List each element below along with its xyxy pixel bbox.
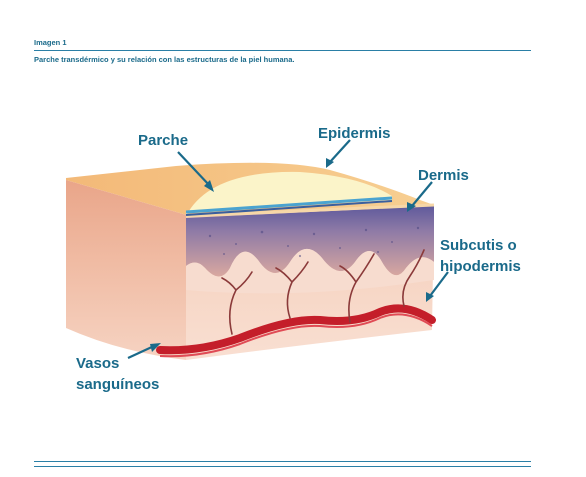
figure-label: Imagen 1 [34,38,67,47]
patch-shape [186,171,392,216]
capillaries [221,249,425,335]
label-vasos-line1: Vasos [76,355,119,372]
label-parche: Parche [138,132,188,149]
pointer-arrows [127,139,449,359]
bottom-rule-2 [34,466,531,467]
skin-front-face [66,180,190,360]
top-rule [34,50,531,51]
figure-caption: Parche transdérmico y su relación con la… [34,55,295,64]
label-subcutis-line1: Subcutis o [440,237,517,254]
patch-adhesive [185,196,393,214]
bottom-rule-1 [34,461,531,462]
label-epidermis: Epidermis [318,125,391,142]
dermis-texture [208,226,420,258]
dermis-layer [186,206,434,277]
label-vasos-line2: sanguíneos [76,376,159,393]
blood-vessel [156,304,436,355]
label-dermis: Dermis [418,167,469,184]
label-subcutis-line2: hipodermis [440,258,521,275]
dermal-papillae [186,248,434,294]
epidermis-line [185,203,435,218]
